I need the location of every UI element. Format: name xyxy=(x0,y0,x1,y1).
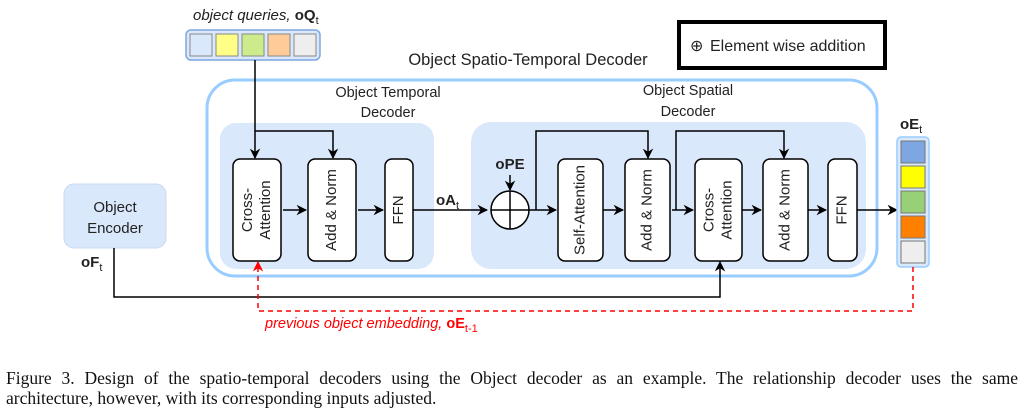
oA-label: oAt xyxy=(436,192,459,212)
temporal-cross-attention-block-label: Attention xyxy=(257,180,274,239)
query-cell xyxy=(293,33,317,57)
spatial-ffn-block-label: FFN xyxy=(833,195,850,224)
spatial-add-norm-block: Add & Norm xyxy=(762,158,809,262)
output-embedding-cell xyxy=(900,165,926,189)
spatial-add-norm-block-label: Add & Norm xyxy=(776,169,793,251)
decoder-diagram: object queries, oQt ⊕ Element wise addit… xyxy=(63,7,930,335)
temporal-cross-attention-block: Cross-Attention xyxy=(232,158,282,262)
output-embedding-cell xyxy=(900,240,926,264)
element-wise-addition-node xyxy=(490,190,530,230)
object-queries-strip xyxy=(185,29,321,61)
residual-2-arrow xyxy=(675,130,790,210)
output-embedding-strip xyxy=(896,136,930,268)
spatial-decoder-title-2: Decoder xyxy=(661,104,716,120)
oE-label: oEt xyxy=(900,116,922,136)
spatial-add-norm-block-label: Add & Norm xyxy=(638,169,655,251)
spatial-decoder-title-1: Object Spatial xyxy=(643,83,733,99)
object-encoder-label-2: Encoder xyxy=(87,220,143,237)
query-cell xyxy=(241,33,265,57)
object-encoder: Object Encoder xyxy=(63,183,167,249)
query-cell xyxy=(189,33,213,57)
previous-embedding-feedback-arrow xyxy=(252,260,914,312)
previous-embedding-label: previous object embedding, oEt-1 xyxy=(264,316,478,335)
outer-decoder-title: Object Spatio-Temporal Decoder xyxy=(408,51,648,69)
output-embedding-cell xyxy=(900,190,926,214)
spatial-cross-attention-block-label: Attention xyxy=(718,180,735,239)
legend-box: ⊕ Element wise addition xyxy=(677,20,887,70)
query-to-add-norm-arrow xyxy=(255,130,339,160)
spatial-self-attention-block: Self-Attention xyxy=(557,158,604,262)
spatial-cross-attention-block: Cross-Attention xyxy=(694,158,743,262)
output-embedding-cell xyxy=(900,140,926,164)
element-wise-addition-icon: ⊕ xyxy=(690,38,703,55)
spatial-ffn-block: FFN xyxy=(827,158,858,262)
temporal-decoder-title-2: Decoder xyxy=(361,105,416,121)
oF-label: oFt xyxy=(81,254,102,274)
temporal-cross-attention-block-label: Cross- xyxy=(239,188,256,232)
query-cell xyxy=(215,33,239,57)
temporal-decoder-title-1: Object Temporal xyxy=(335,85,440,101)
spatial-cross-attention-block-label: Cross- xyxy=(700,188,717,232)
connectors xyxy=(113,60,899,298)
spatial-self-attention-block-label: Self-Attention xyxy=(571,165,588,255)
temporal-add-norm-block-label: Add & Norm xyxy=(323,169,340,251)
figure-caption: Figure 3. Design of the spatio-temporal … xyxy=(6,368,1018,408)
output-embedding-cell xyxy=(900,215,926,239)
spatial-add-norm-block: Add & Norm xyxy=(624,158,671,262)
residual-1-arrow xyxy=(535,130,654,210)
encoder-to-cross-attention-arrow xyxy=(113,248,726,298)
object-encoder-label-1: Object xyxy=(93,199,137,216)
caption-line-1: Figure 3. Design of the spatio-temporal … xyxy=(6,368,1018,388)
temporal-ffn-block-label: FFN xyxy=(390,195,407,224)
temporal-ffn-block: FFN xyxy=(384,158,414,262)
legend-text: Element wise addition xyxy=(710,38,866,55)
caption-line-2: architecture, however, with its correspo… xyxy=(6,388,437,408)
object-queries-label: object queries, oQt xyxy=(193,7,319,27)
query-cell xyxy=(267,33,291,57)
oPE-label: oPE xyxy=(495,156,524,173)
temporal-add-norm-block: Add & Norm xyxy=(307,158,357,262)
